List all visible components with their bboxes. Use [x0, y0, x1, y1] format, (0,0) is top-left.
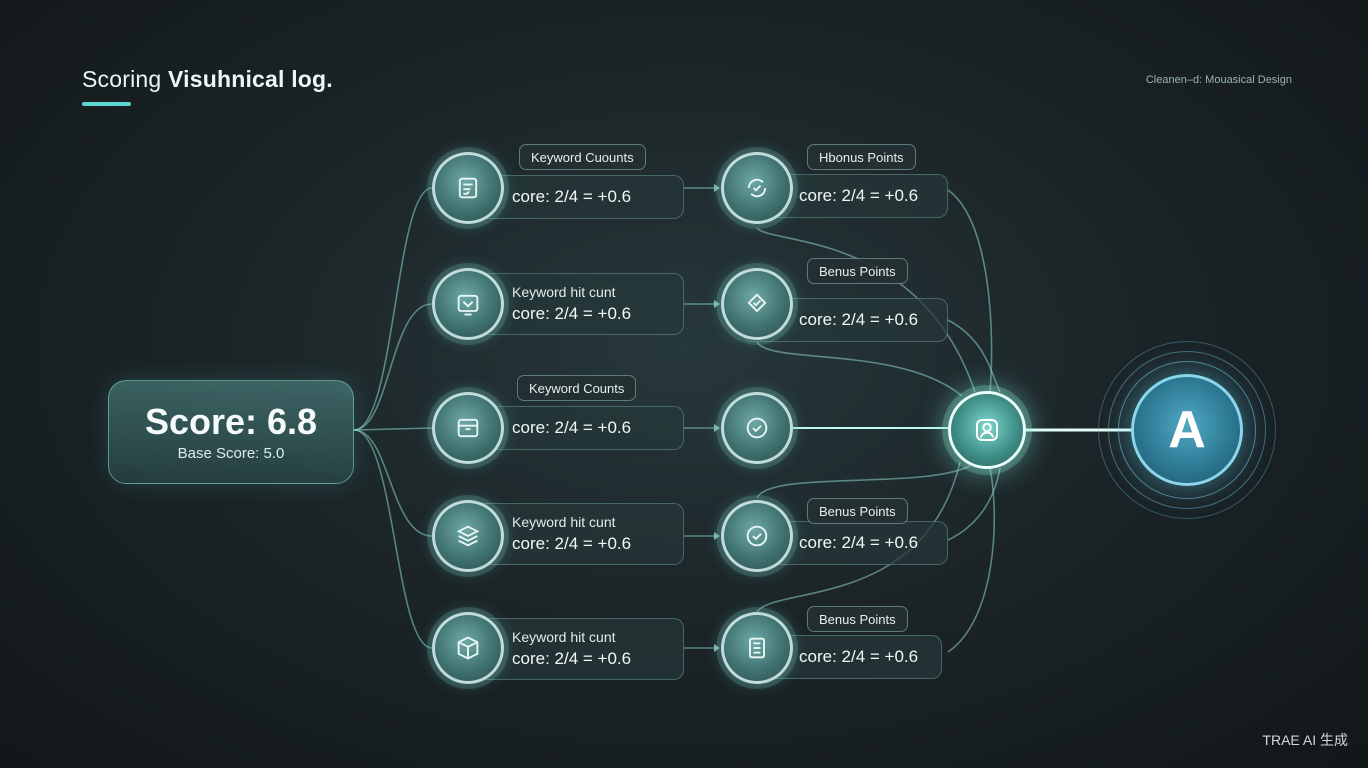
score-box: Score: 6.8 Base Score: 5.0 — [108, 380, 354, 484]
left-tag-3: Keyword Counts — [517, 375, 637, 401]
label-text: Keyword hit cunt — [512, 514, 616, 530]
check-circle-icon — [746, 525, 768, 547]
left-node-4[interactable] — [432, 500, 504, 572]
right-tag-1: Hbonus Points — [807, 144, 916, 170]
subtitle: Cleanen–d: Mouasical Design — [1145, 74, 1292, 86]
formula-text: core: 2/4 = +0.6 — [512, 418, 632, 437]
left-node-1[interactable] — [432, 152, 504, 224]
right-tag-2: Benus Points — [807, 258, 908, 284]
base-score: Base Score: 5.0 — [177, 445, 285, 462]
formula-text: core: 2/4 = +0.6 — [512, 187, 632, 206]
title-underline — [82, 102, 131, 106]
right-node-3[interactable] — [721, 392, 793, 464]
title-bold: Visuhnical log. — [167, 66, 333, 92]
grade-ring-inner — [1118, 361, 1256, 499]
archive-icon — [457, 418, 479, 438]
formula-text: core: 2/4 = +0.6 — [512, 304, 632, 323]
right-tag-4: Benus Points — [807, 498, 908, 524]
right-node-5[interactable] — [721, 612, 793, 684]
list-document-icon — [749, 637, 765, 659]
formula-text: core: 2/4 = +0.6 — [799, 186, 919, 205]
check-circle-icon — [746, 417, 768, 439]
score-value: Score: 6.8 — [144, 401, 318, 442]
layers-icon — [456, 525, 480, 547]
label-text: Keyword hit cunt — [512, 629, 616, 645]
page-title: Scoring Visuhnical log. — [82, 66, 333, 93]
user-icon — [976, 419, 998, 441]
left-tag-1: Keyword Cuounts — [519, 144, 646, 170]
grade-ring-middle — [1108, 351, 1266, 509]
document-icon — [458, 177, 478, 199]
right-node-1[interactable] — [721, 152, 793, 224]
right-node-2[interactable] — [721, 268, 793, 340]
left-node-5[interactable] — [432, 612, 504, 684]
right-tag-5: Benus Points — [807, 606, 908, 632]
watermark: TRAE AI 生成 — [1262, 732, 1348, 748]
hub-node[interactable] — [948, 391, 1026, 469]
formula-text: core: 2/4 = +0.6 — [799, 647, 919, 666]
shield-check-icon — [747, 293, 767, 313]
left-node-2[interactable] — [432, 268, 504, 340]
title-prefix: Scoring — [82, 66, 168, 92]
formula-text: core: 2/4 = +0.6 — [512, 649, 632, 668]
cube-icon — [457, 636, 479, 660]
grade-ring-outer — [1098, 341, 1276, 519]
refresh-check-icon — [747, 178, 767, 198]
inbox-icon — [457, 294, 479, 316]
left-node-3[interactable] — [432, 392, 504, 464]
formula-text: core: 2/4 = +0.6 — [799, 533, 919, 552]
formula-text: core: 2/4 = +0.6 — [512, 534, 632, 553]
grade-badge: A — [1131, 374, 1243, 486]
formula-text: core: 2/4 = +0.6 — [799, 310, 919, 329]
label-text: Keyword hit cunt — [512, 284, 616, 300]
right-node-4[interactable] — [721, 500, 793, 572]
